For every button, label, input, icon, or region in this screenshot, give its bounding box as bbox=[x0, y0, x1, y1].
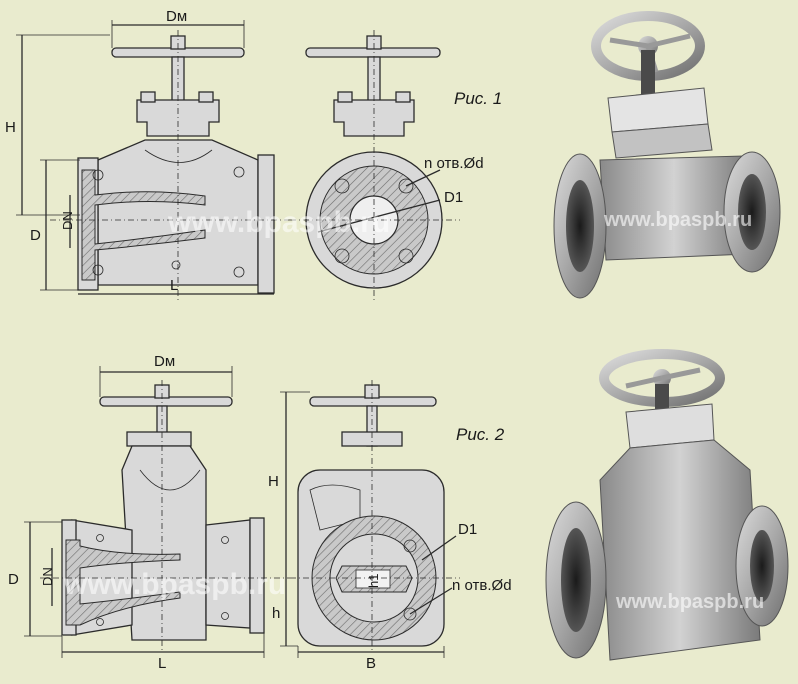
fig1-dimensions: Dм H D DN L bbox=[5, 8, 274, 295]
fig2-dim-l: L bbox=[158, 655, 166, 672]
watermark-fig1: www.bpaspb.ru bbox=[167, 206, 390, 239]
fig2-dim-b: B bbox=[366, 655, 376, 672]
watermark-photo1: www.bpaspb.ru bbox=[603, 209, 752, 231]
photo-valve-1 bbox=[553, 11, 781, 299]
fig2-front-view: h1 H h B D1 n отв.Ød Рис. 2 bbox=[268, 380, 512, 672]
fig1-dim-d1: D1 bbox=[444, 189, 463, 206]
fig1-side-view bbox=[50, 30, 290, 300]
watermark-fig2: www.bpaspb.ru bbox=[63, 568, 286, 601]
fig1-front-view: n отв.Ød D1 Рис. 1 bbox=[290, 30, 502, 300]
fig2-dim-d1: D1 bbox=[458, 521, 477, 538]
fig2-dimensions: Dм D DN L bbox=[8, 353, 265, 672]
photo-valve-2 bbox=[545, 349, 789, 661]
fig1-dim-dm: Dм bbox=[166, 8, 187, 25]
fig2-dim-h-upper: H bbox=[268, 473, 279, 490]
fig2-dim-h-lower: h bbox=[272, 605, 280, 622]
fig2-side-view bbox=[40, 380, 290, 650]
watermark-photo2: www.bpaspb.ru bbox=[615, 591, 764, 613]
fig2-dim-holes: n отв.Ød bbox=[452, 577, 512, 594]
fig1-dim-dn: DN bbox=[60, 211, 75, 230]
fig2-caption: Рис. 2 bbox=[456, 425, 505, 444]
fig2-dim-d: D bbox=[8, 571, 19, 588]
fig1-dim-holes: n отв.Ød bbox=[424, 155, 484, 172]
fig1-dim-d: D bbox=[30, 227, 41, 244]
fig2-dim-dm: Dм bbox=[154, 353, 175, 370]
fig1-dim-h: H bbox=[5, 119, 16, 136]
fig1-dim-l: L bbox=[170, 277, 178, 294]
fig2-dim-dn: DN bbox=[40, 567, 55, 586]
fig2-dim-h1: h1 bbox=[366, 574, 381, 588]
fig1-caption: Рис. 1 bbox=[454, 89, 502, 108]
